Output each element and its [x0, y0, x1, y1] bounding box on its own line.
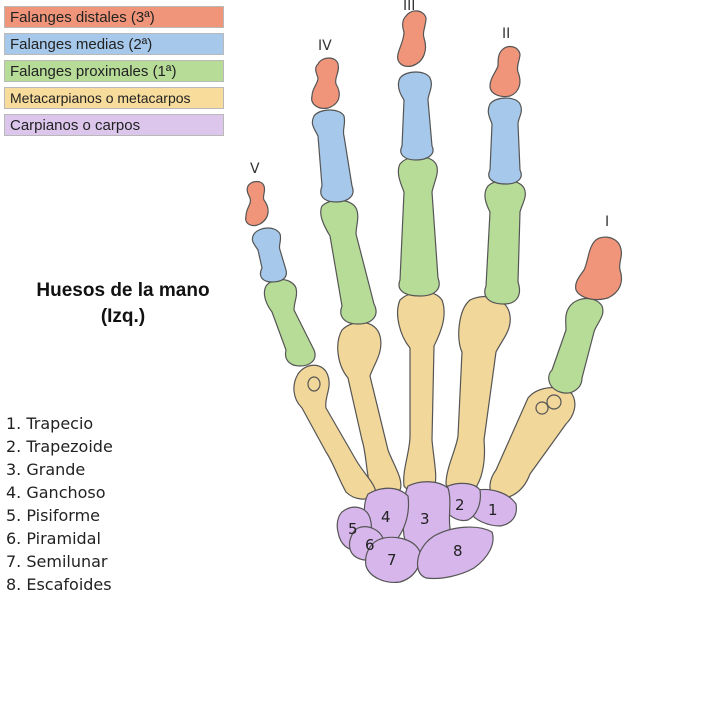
- carpal-scaphoid-8: [416, 526, 494, 580]
- legend-middle-phalanges: Falanges medias (2ª): [4, 33, 224, 55]
- legend-metacarpals: Metacarpianos o metacarpos: [4, 87, 224, 109]
- carpal-numbers: 1 2 3 4 5 6 7 8: [348, 496, 498, 569]
- finger-labels: I II III IV V: [250, 0, 609, 230]
- finger-label-IV: IV: [318, 38, 332, 54]
- carpal-number-3: 3: [420, 510, 430, 528]
- distal-phalanx-II: [489, 45, 521, 98]
- carpal-bones: [336, 481, 517, 583]
- middle-phalanx-II: [487, 97, 522, 185]
- metacarpal-III: [397, 291, 445, 493]
- proximal-phalanx-IV: [320, 199, 377, 325]
- proximal-phalanx-I: [548, 297, 604, 394]
- carpal-number-6: 6: [365, 536, 375, 554]
- carpal-list-item: 1. Trapecio: [6, 414, 94, 433]
- carpal-list-item: 2. Trapezoide: [6, 437, 113, 456]
- middle-phalanx-V: [251, 227, 287, 283]
- metacarpals: [293, 291, 576, 500]
- diagram-title: Huesos de la mano (Izq.): [18, 278, 228, 330]
- finger-label-II: II: [502, 26, 510, 42]
- carpal-number-5: 5: [348, 520, 358, 538]
- sesamoid-thumb-a: [546, 394, 562, 410]
- carpal-list-item: 6. Piramidal: [6, 529, 101, 548]
- carpal-list-item: 7. Semilunar: [6, 552, 108, 571]
- carpal-list-item: 5. Pisiforme: [6, 506, 101, 525]
- carpal-number-7: 7: [387, 551, 397, 569]
- distal-phalanx-IV: [311, 57, 340, 109]
- legend: Falanges distales (3ª) Falanges medias (…: [4, 6, 224, 141]
- title-line-1: Huesos de la mano: [36, 280, 210, 301]
- carpal-number-1: 1: [488, 501, 498, 519]
- legend-proximal-phalanges: Falanges proximales (1ª): [4, 60, 224, 82]
- sesamoid-little: [307, 376, 321, 392]
- carpal-lunate-7: [365, 536, 421, 583]
- sesamoid-thumb-b: [535, 401, 549, 415]
- finger-label-III: III: [403, 0, 415, 14]
- distal-phalanx-I: [575, 236, 623, 301]
- distal-phalanx-V: [245, 180, 269, 227]
- carpal-number-2: 2: [455, 496, 465, 514]
- finger-label-I: I: [605, 214, 609, 230]
- proximal-phalanx-III: [397, 155, 440, 297]
- carpal-list-item: 4. Ganchoso: [6, 483, 106, 502]
- sesamoid-bones: [307, 376, 562, 415]
- carpal-list-item: 3. Grande: [6, 460, 86, 479]
- carpal-number-8: 8: [453, 542, 463, 560]
- carpal-bone-list: 1. Trapecio 2. Trapezoide 3. Grande 4. G…: [6, 412, 113, 596]
- carpal-number-4: 4: [381, 508, 391, 526]
- middle-phalanx-IV: [311, 109, 354, 203]
- metacarpal-I: [489, 387, 576, 499]
- legend-carpals: Carpianos o carpos: [4, 114, 224, 136]
- distal-phalanx-III: [397, 10, 427, 67]
- title-line-2: (Izq.): [100, 306, 146, 327]
- proximal-phalanx-V: [263, 278, 316, 367]
- legend-distal-phalanges: Falanges distales (3ª): [4, 6, 224, 28]
- finger-label-V: V: [250, 161, 260, 177]
- carpal-list-item: 8. Escafoides: [6, 575, 112, 594]
- proximal-phalanges: [263, 155, 604, 394]
- distal-phalanges: [245, 10, 623, 301]
- middle-phalanx-III: [397, 71, 434, 161]
- proximal-phalanx-II: [484, 179, 526, 305]
- middle-phalanges: [251, 71, 522, 283]
